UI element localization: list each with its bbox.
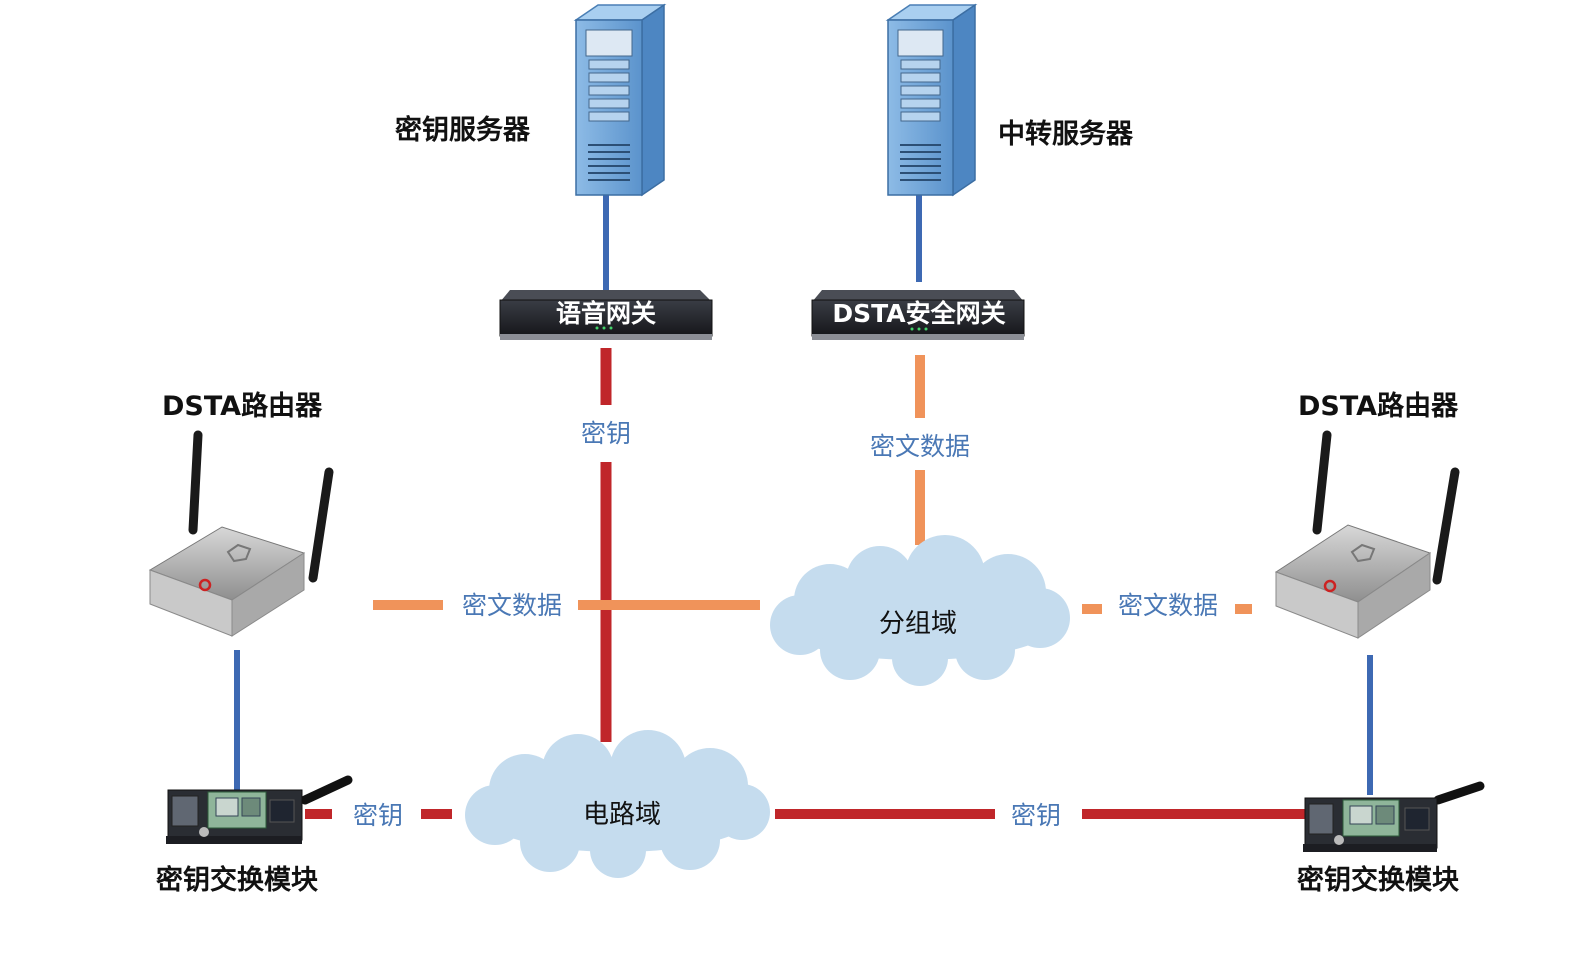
key-link-vertical-label: 密钥	[581, 419, 631, 448]
key-server	[573, 3, 667, 197]
packet-domain-cloud	[770, 535, 1070, 686]
router-right	[1274, 430, 1460, 639]
cipher-link-right-label: 密文数据	[1118, 591, 1218, 620]
connections	[234, 190, 1373, 819]
router-left-label: DSTA路由器	[162, 390, 323, 422]
circuit-domain-cloud	[465, 730, 770, 878]
key-module-left-label: 密钥交换模块	[156, 864, 319, 896]
security-gateway-label: DSTA安全网关	[832, 299, 1005, 328]
key-link-right-label: 密钥	[1011, 801, 1061, 830]
circuit-domain-label: 电路域	[583, 800, 661, 830]
cipher-link-vertical-label: 密文数据	[870, 432, 970, 461]
cipher-link-left-label: 密文数据	[462, 591, 562, 620]
key-module-right-label: 密钥交换模块	[1297, 864, 1460, 896]
key-server-label: 密钥服务器	[395, 114, 531, 146]
voice-gateway: 语音网关	[499, 290, 713, 340]
key-link-left-label: 密钥	[353, 801, 403, 830]
key-module-left	[166, 775, 353, 844]
packet-domain-label: 分组域	[879, 609, 957, 639]
relay-server-label: 中转服务器	[998, 119, 1134, 150]
voice-gateway-label: 语音网关	[556, 299, 656, 328]
router-right-label: DSTA路由器	[1298, 390, 1459, 422]
router-left	[148, 430, 334, 637]
key-module-right	[1303, 781, 1485, 852]
relay-server	[885, 3, 978, 197]
security-gateway: DSTA安全网关	[811, 290, 1025, 340]
